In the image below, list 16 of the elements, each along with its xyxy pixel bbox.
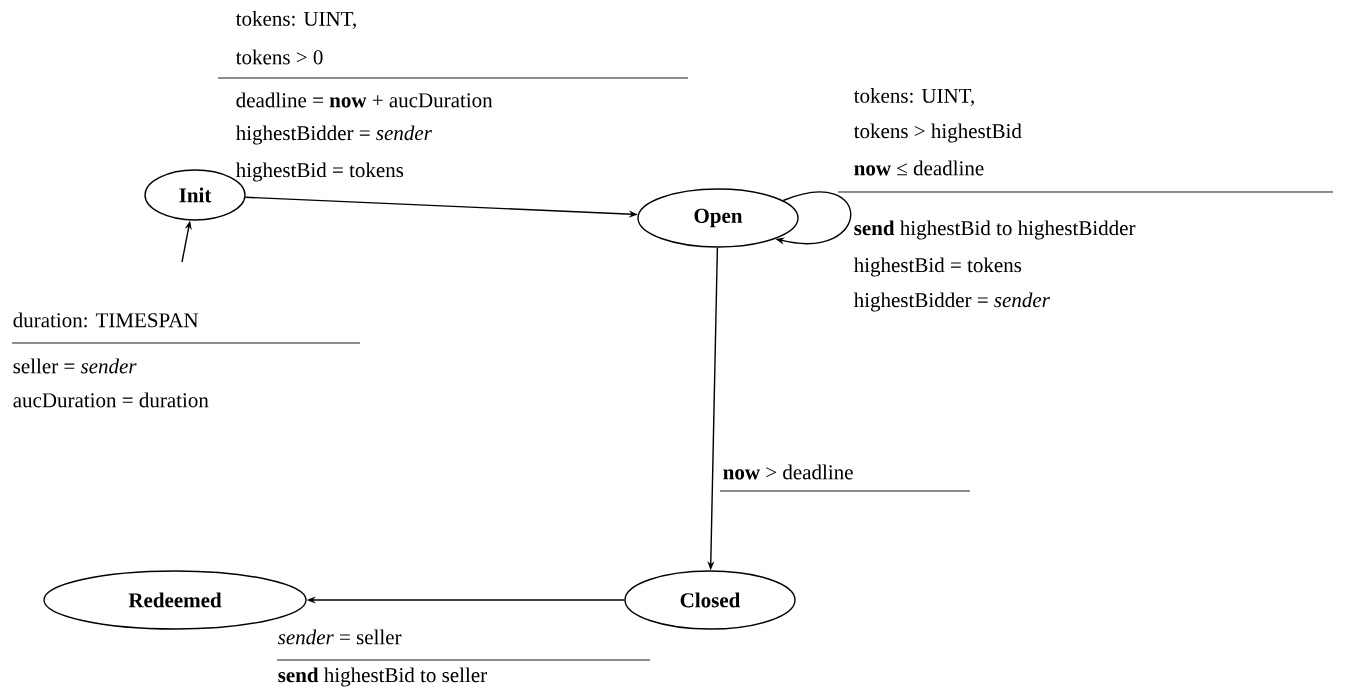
transition-label: duration: TIMESPAN [13, 312, 199, 328]
transition-label: tokens > highestBid [853, 123, 1022, 143]
transition-label: send highestBid to highestBidder [854, 220, 1136, 240]
transition-label: seller = sender [13, 358, 137, 374]
transition-label: highestBid = tokens [853, 257, 1022, 277]
transition-label: tokens: UINT, [235, 11, 356, 29]
transition-label: highestBidder = sender [853, 292, 1050, 312]
transition-label: now ≤ deadline [854, 160, 984, 176]
transition-label: highestBidder = sender [235, 125, 432, 145]
transition-label: aucDuration = duration [13, 392, 209, 408]
transition-label: sender = seller [277, 629, 402, 645]
transition-label: tokens: UINT, [853, 88, 974, 106]
transition-label: now > deadline [723, 464, 853, 480]
transition-label: tokens > 0 [235, 49, 323, 65]
transition-label: deadline = now + aucDuration [236, 92, 493, 108]
transition-label: send highestBid to seller [278, 667, 487, 687]
